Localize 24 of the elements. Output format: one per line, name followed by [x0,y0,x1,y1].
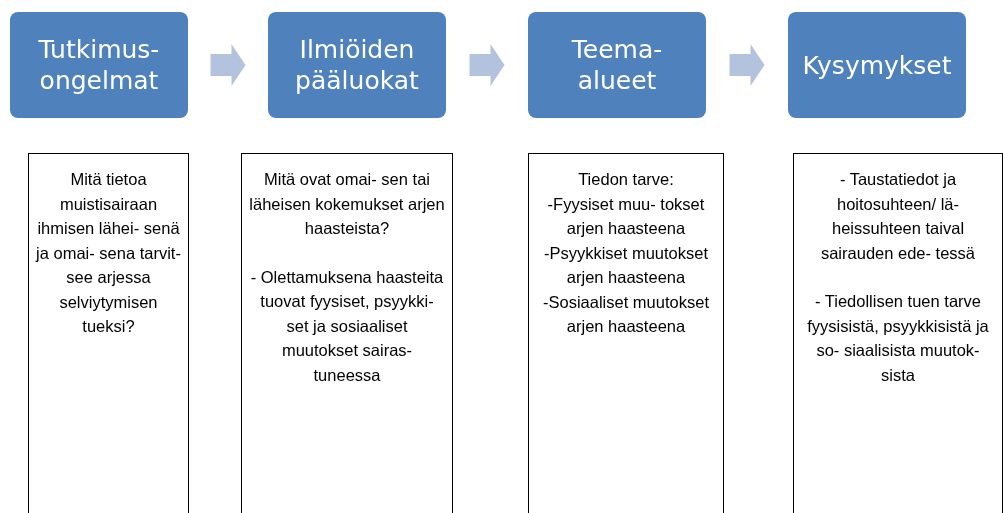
step-title: Kysymykset [802,49,952,81]
step-title: Teema- alueet [570,34,664,96]
text-panel [28,153,189,513]
text-panel [793,153,1003,513]
block-arrow [210,44,246,86]
step-title: Tutkimus- ongelmat [37,34,161,96]
panel-text: - Taustatiedot ja hoitosuhteen/ lä- heissuhteen taival sairauden ede- tessä [819,169,977,264]
panel-text: -Psyykkiset muutokset arjen haasteena [542,242,710,288]
panel-text: Mitä tietoa muistisairaan ihmisen lähei- senä ja omai- sena tarvit- see arjessa selviytymisen tueksi? [35,169,182,337]
panel-text: Tiedon tarve: [578,169,674,190]
text-panel [528,153,724,513]
panel-text: - Tiedollisen tuen tarve fyysisistä, psyykkisistä ja so- siaalisista muutok- sista [806,291,990,386]
step-box [268,12,446,118]
text-panel [241,153,453,513]
step-box [788,12,966,118]
panel-text: - Olettamuksena haasteita tuovat fyysiset, psyykki- set ja sosiaaliset muutokset sairas- tuneessa [249,266,445,386]
block-arrow [469,44,505,86]
panel-text: -Fyysiset muu- tokset arjen haasteena [546,193,706,239]
block-arrow [729,44,765,86]
panel-text: -Sosiaaliset muutokset arjen haasteena [542,291,710,337]
step-title: Ilmiöiden pääluokat [294,34,420,96]
panel-text: Mitä ovat omai- sen tai läheisen kokemukset arjen haasteista? [248,169,446,239]
step-box [528,12,706,118]
step-box [10,12,188,118]
